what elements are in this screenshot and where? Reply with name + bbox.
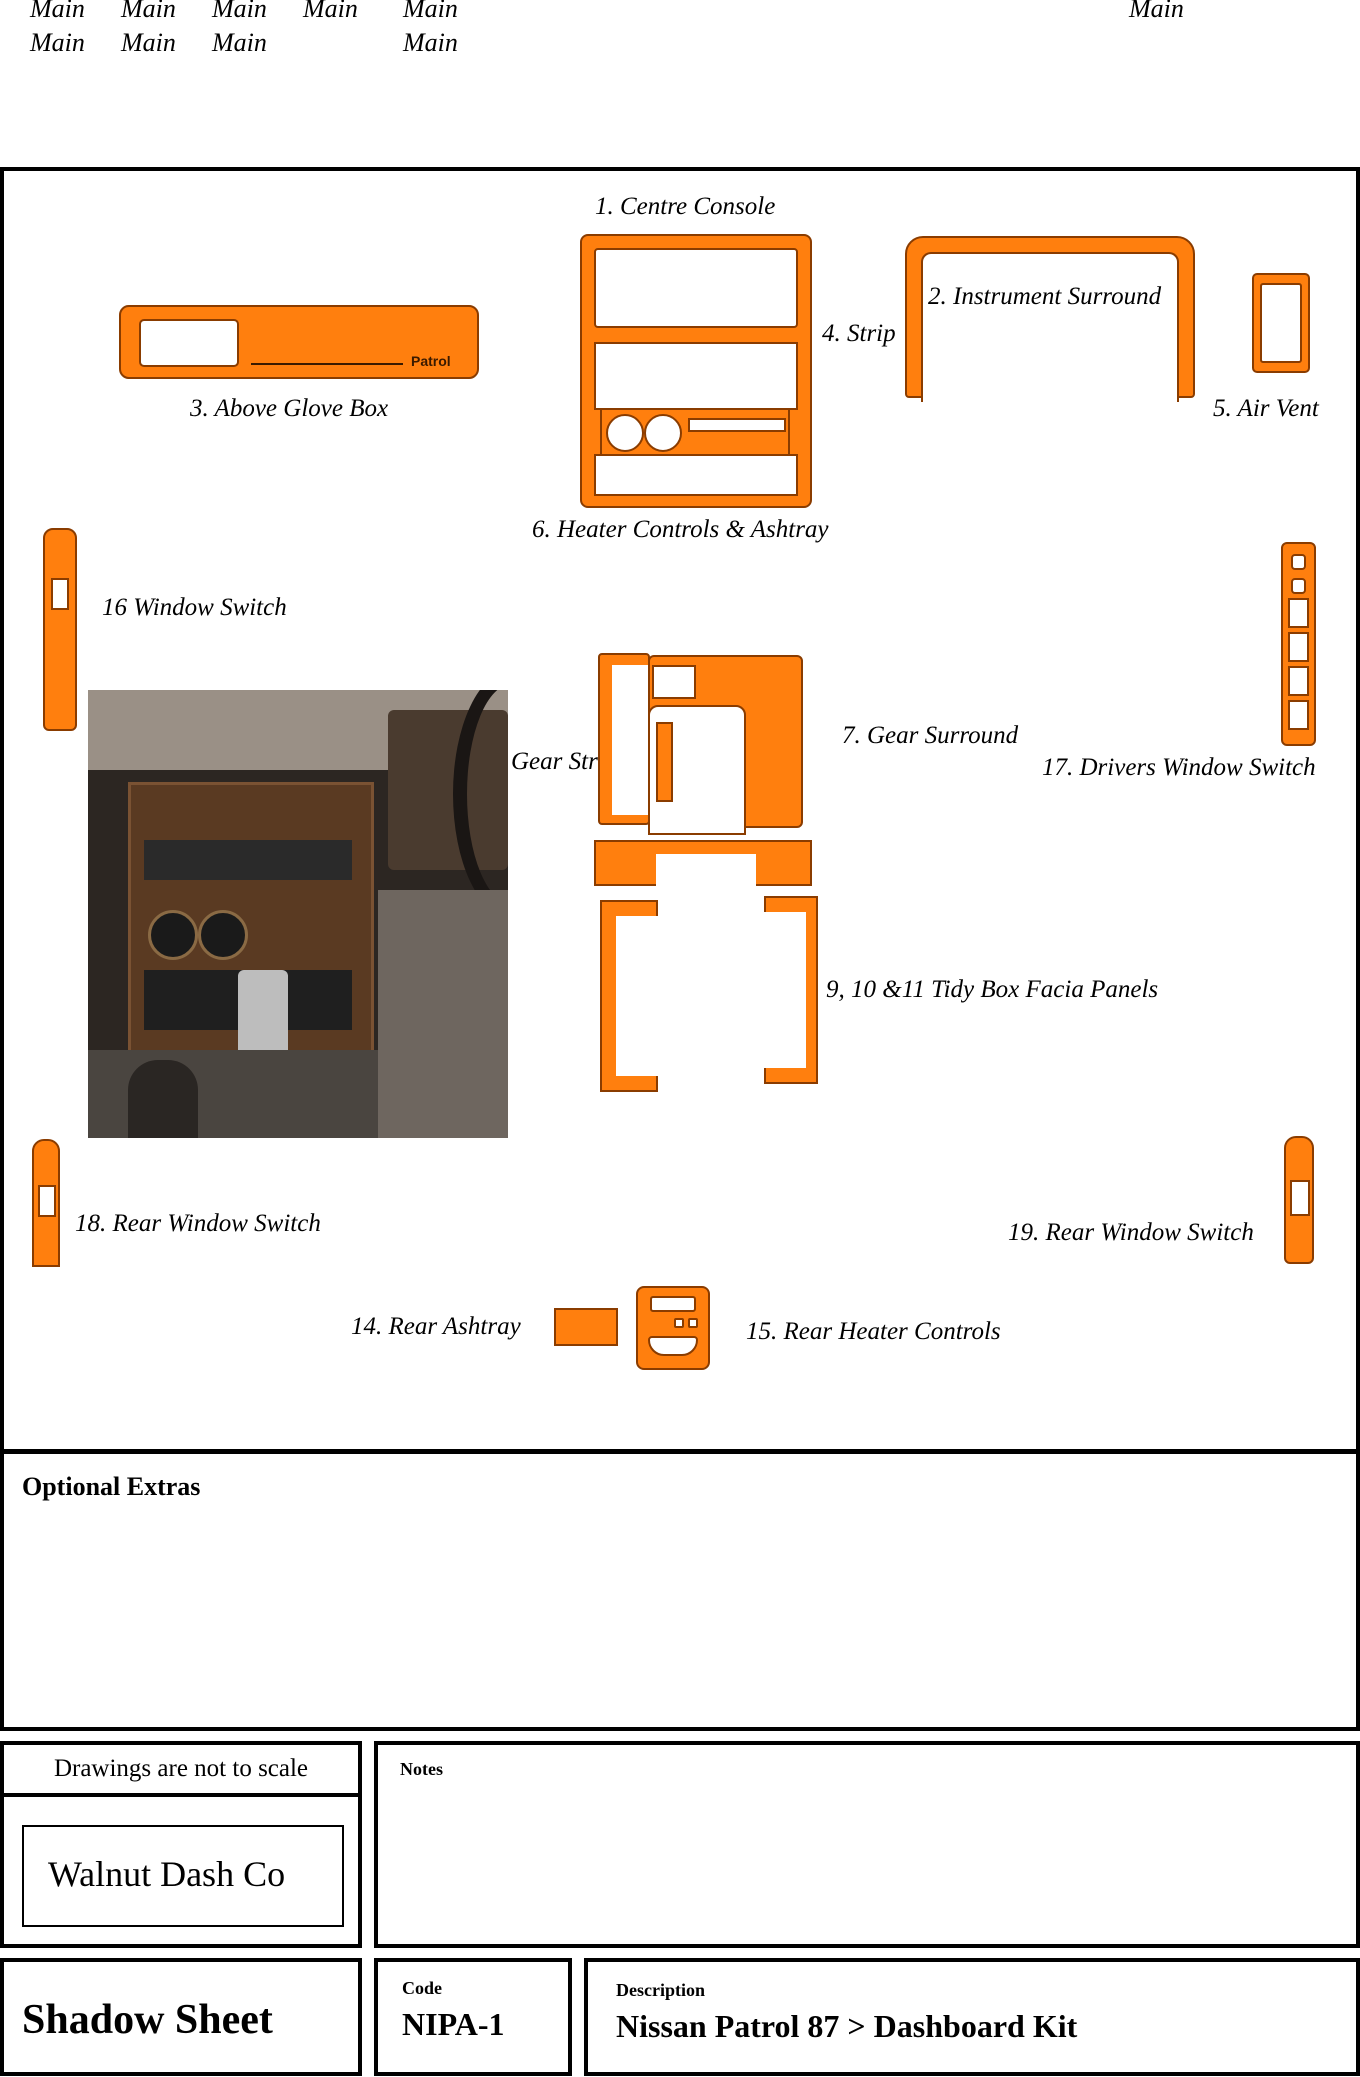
label-gear-surround: 7. Gear Surround: [842, 722, 1019, 749]
heater-dial-right: [644, 414, 682, 452]
sheet-title: Shadow Sheet: [22, 1997, 273, 2043]
instrument-surround-opening: [921, 252, 1179, 402]
label-drivers-window-switch: 17. Drivers Window Switch: [1042, 754, 1316, 781]
header-main-7: Main: [30, 28, 85, 57]
code-value: NIPA-1: [402, 2006, 505, 2042]
tidy-box-panel-10: [600, 900, 660, 1092]
console-middle-cutout: [594, 342, 798, 410]
console-lower-cutout: [594, 454, 798, 496]
description-value: Nissan Patrol 87 > Dashboard Kit: [616, 2008, 1078, 2044]
label-rear-window-switch-19: 19. Rear Window Switch: [1008, 1219, 1254, 1246]
switch-16-cutout: [51, 578, 69, 610]
air-vent-part: [1252, 273, 1310, 373]
optional-extras-panel: Optional Extras: [0, 1450, 1360, 1731]
description-box: Description Nissan Patrol 87 > Dashboard…: [584, 1958, 1360, 2076]
dashboard-photo: [88, 690, 508, 1138]
rear-window-switch-18-part: [32, 1139, 60, 1267]
above-glove-box-part: Patrol: [119, 305, 479, 379]
window-switch-16-part: [43, 528, 77, 731]
tidy-box-panel-11: [764, 896, 818, 1084]
label-centre-console: 1. Centre Console: [595, 193, 776, 220]
rear-window-switch-19-part: [1284, 1136, 1314, 1264]
rear-ashtray-part: [554, 1308, 618, 1346]
sheet-title-box: Shadow Sheet: [0, 1958, 362, 2076]
label-rear-window-switch-18: 18. Rear Window Switch: [75, 1210, 321, 1237]
header-main-10: Main: [403, 28, 458, 57]
scale-note: Drawings are not to scale: [53, 1755, 309, 1782]
notes-label: Notes: [400, 1759, 443, 1779]
optional-extras-title: Optional Extras: [22, 1472, 201, 1501]
label-heater-controls: 6. Heater Controls & Ashtray: [532, 516, 829, 543]
glove-box-cutout: [139, 319, 239, 367]
description-label: Description: [616, 1980, 705, 2000]
gear-strip-part: [598, 653, 652, 825]
label-rear-ashtray: 14. Rear Ashtray: [351, 1313, 521, 1340]
tidy-box-panel-9: [594, 840, 812, 890]
header-main-3: Main: [212, 0, 267, 23]
header-main-9: Main: [212, 28, 267, 57]
label-rear-heater-controls: 15. Rear Heater Controls: [746, 1318, 1001, 1345]
drivers-window-switch-part: [1281, 542, 1316, 746]
notes-box: Notes: [374, 1741, 1360, 1948]
company-name: Walnut Dash Co: [48, 1854, 286, 1894]
rear-heater-controls-part: [636, 1286, 710, 1370]
instrument-surround-part: [905, 236, 1195, 402]
centre-console-part: [580, 234, 812, 508]
label-strip: 4. Strip: [822, 320, 896, 347]
label-air-vent: 5. Air Vent: [1213, 395, 1319, 422]
label-instrument-surround: 2. Instrument Surround: [928, 283, 1162, 310]
company-box: Walnut Dash Co: [0, 1793, 362, 1948]
gear-surround-upper-cutout: [652, 665, 696, 699]
label-tidy-box-panels: 9, 10 &11 Tidy Box Facia Panels: [826, 976, 1159, 1003]
air-vent-opening: [1260, 283, 1302, 363]
heater-dial-left: [606, 414, 644, 452]
header-main-4: Main: [303, 0, 358, 23]
heater-slot: [688, 418, 786, 432]
code-box: Code NIPA-1: [374, 1958, 572, 2076]
scale-note-box: Drawings are not to scale: [0, 1741, 362, 1797]
patrol-badge-text: Patrol: [411, 353, 451, 369]
label-above-glove-box: 3. Above Glove Box: [190, 395, 389, 422]
console-upper-cutout: [594, 248, 798, 328]
code-label: Code: [402, 1978, 442, 1998]
header-main-2: Main: [121, 0, 176, 23]
header-main-6: Main: [1129, 0, 1184, 23]
header-main-1: Main: [30, 0, 85, 23]
gear-strip-inner: [656, 722, 673, 802]
heater-controls-part: [600, 408, 790, 456]
header-main-8: Main: [121, 28, 176, 57]
label-window-switch-16: 16 Window Switch: [102, 594, 287, 621]
header-main-5: Main: [403, 0, 458, 23]
